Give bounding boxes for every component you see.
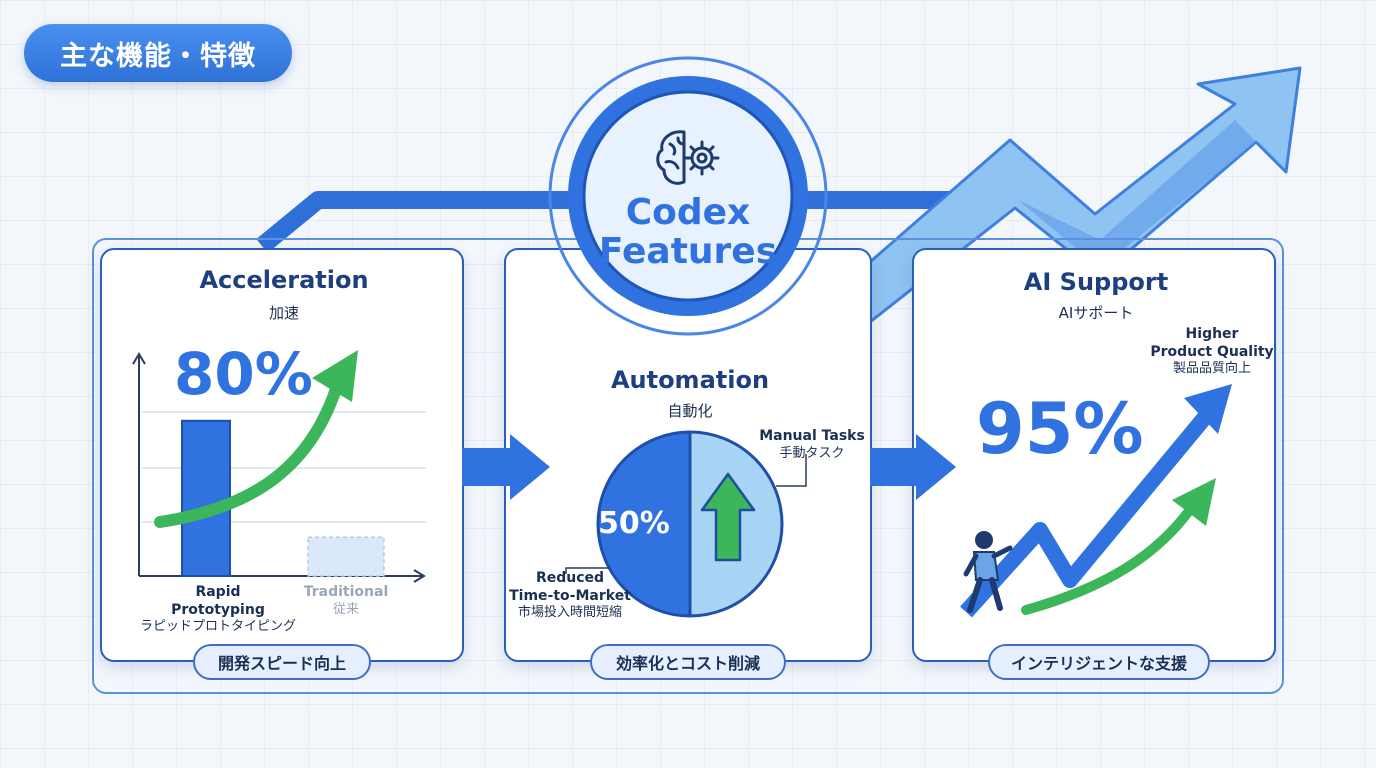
- reduced-leader-line: [565, 567, 610, 574]
- section-title-badge: 主な機能・特徴: [24, 24, 292, 82]
- acceleration-pill: 開発スピード向上: [193, 644, 371, 680]
- brain-gear-icon: [656, 130, 720, 185]
- automation-pie-chart: [565, 430, 807, 618]
- connector-arrow-2: [870, 434, 956, 500]
- automation-title: Automation: [610, 366, 770, 394]
- rapid-prototyping-label: Rapid Prototyping ラピッドプロトタイピング: [139, 584, 296, 634]
- center-title-line1: Codex: [625, 192, 751, 233]
- ai-growth-graphic: [960, 384, 1232, 618]
- growth-arrow-curve: [154, 370, 346, 528]
- automation-stat: 50%: [598, 506, 670, 541]
- reduced-ttm-label: Reduced Time-to-Market 市場投入時間短縮: [509, 570, 631, 620]
- acceleration-title: Acceleration: [199, 266, 369, 294]
- ai-support-subtitle: AIサポート: [1058, 304, 1134, 322]
- acceleration-subtitle: 加速: [268, 304, 299, 322]
- center-title-line2: Features: [598, 230, 778, 272]
- green-growth-curve: [1021, 499, 1199, 615]
- automation-subtitle: 自動化: [667, 402, 713, 420]
- blue-arrow-head: [1184, 384, 1232, 434]
- automation-pill: 効率化とコスト削減: [590, 644, 786, 680]
- manual-tasks-label: Manual Tasks 手動タスク: [759, 428, 865, 461]
- ai-support-panel: AI Support AIサポート 95% Higher Product Qua…: [912, 248, 1276, 662]
- connector-arrow-1: [462, 434, 550, 500]
- acceleration-bar-chart: [132, 350, 426, 583]
- up-arrow-icon: [700, 472, 756, 562]
- big-growth-arrow: [868, 66, 1302, 324]
- manual-leader-line: [776, 454, 807, 487]
- person-climbing-icon: [963, 531, 1013, 613]
- traditional-label: Traditional 従来: [303, 584, 389, 617]
- ai-support-pill: インテリジェントな支援: [988, 644, 1210, 680]
- center-title: Codex Features: [584, 192, 792, 272]
- higher-quality-label: Higher Product Quality 製品品質向上: [1150, 326, 1274, 376]
- section-title: 主な機能・特徴: [60, 40, 256, 72]
- blue-zigzag-arrow: [960, 410, 1213, 618]
- green-arrow-head: [1172, 478, 1216, 526]
- ai-support-title: AI Support: [1023, 268, 1169, 296]
- acceleration-stat: 80%: [174, 340, 313, 408]
- pie-left-half: [598, 432, 690, 616]
- acceleration-panel: Acceleration 加速 80% Rapid Prototyping ラピ…: [100, 248, 464, 662]
- growth-arrow-head: [312, 350, 358, 402]
- bar-traditional: [307, 536, 385, 577]
- automation-panel: Automation 自動化 50% Manual Tasks 手動タスク Re…: [504, 248, 872, 662]
- ai-support-stat: 95%: [976, 388, 1144, 470]
